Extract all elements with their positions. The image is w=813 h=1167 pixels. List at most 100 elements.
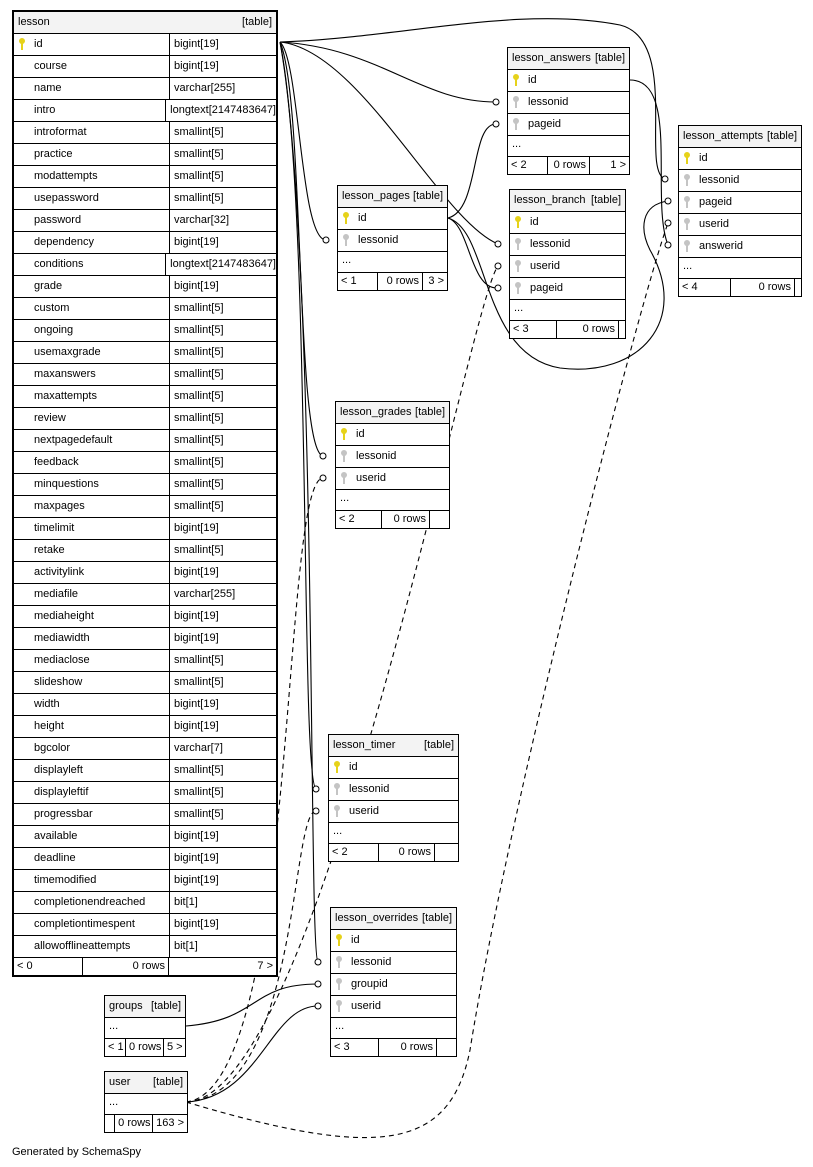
column-type: bigint[19] — [169, 276, 276, 297]
column-type: smallint[5] — [169, 166, 276, 187]
column-type: bigint[19] — [169, 628, 276, 649]
column-type: longtext[2147483647] — [165, 100, 276, 121]
column-name-cell: ongoing — [14, 320, 169, 341]
column-row: userid — [336, 468, 449, 490]
column-name: lessonid — [358, 234, 399, 246]
column-name: userid — [699, 218, 729, 230]
table-header: lesson[table] — [14, 12, 276, 34]
foreign-key-icon — [513, 96, 519, 108]
table-header: lesson_grades[table] — [336, 402, 449, 424]
column-type: smallint[5] — [169, 430, 276, 451]
column-name: intro — [34, 104, 56, 116]
column-name-cell: lessonid — [338, 230, 447, 251]
foreign-key-icon — [513, 118, 519, 130]
foreign-key-icon — [684, 174, 690, 186]
more-columns-ellipsis: ... — [336, 490, 449, 511]
row-count: 0 rows — [83, 958, 169, 975]
children-count: 7 > — [257, 960, 273, 972]
rel-groups-overrides-groupid — [185, 983, 319, 1027]
column-type: varchar[255] — [169, 584, 276, 605]
foreign-key-icon — [341, 472, 347, 484]
rel-pages-answers-pageid — [447, 123, 497, 219]
row-count: 0 rows — [115, 1115, 154, 1132]
more-columns-ellipsis: ... — [331, 1018, 456, 1039]
table-name: lesson_branch — [514, 194, 586, 206]
table-header: lesson_attempts[table] — [679, 126, 801, 148]
table-tag: [table] — [422, 912, 452, 924]
column-name-cell: id — [14, 34, 169, 55]
column-row: userid — [510, 256, 625, 278]
foreign-key-icon — [336, 1000, 342, 1012]
more-columns-ellipsis: ... — [679, 258, 801, 279]
table-name: lesson — [18, 16, 50, 28]
column-name-cell: password — [14, 210, 169, 231]
column-row: lessonid — [510, 234, 625, 256]
column-name: id — [351, 934, 360, 946]
column-name-cell: introformat — [14, 122, 169, 143]
more-columns-ellipsis: ... — [105, 1094, 187, 1115]
column-name-cell: practice — [14, 144, 169, 165]
column-name-cell: displayleft — [14, 760, 169, 781]
parents-count: < 2 — [508, 157, 548, 174]
table-tag: [table] — [413, 190, 443, 202]
parents-count: < 2 — [336, 511, 382, 528]
column-name-cell: pageid — [510, 278, 625, 299]
column-name: pageid — [699, 196, 733, 208]
column-name-cell: mediawidth — [14, 628, 169, 649]
column-name-cell: id — [510, 212, 625, 233]
column-type: smallint[5] — [169, 342, 276, 363]
column-name-cell: timelimit — [14, 518, 169, 539]
column-name: lessonid — [699, 174, 740, 186]
rel-lesson-grades-lessonid — [279, 41, 324, 457]
column-type: bigint[19] — [169, 606, 276, 627]
table-tag: [table] — [151, 1000, 181, 1012]
column-name: completiontimespent — [34, 918, 135, 930]
column-name-cell: lessonid — [331, 952, 456, 973]
column-row: groupid — [331, 974, 456, 996]
column-type: smallint[5] — [169, 188, 276, 209]
column-type: bigint[19] — [169, 694, 276, 715]
parents-count: < 0 — [14, 958, 83, 975]
table-tag: [table] — [153, 1076, 183, 1088]
column-name: maxattempts — [34, 390, 97, 402]
foreign-key-icon — [336, 956, 342, 968]
table-tag: [table] — [591, 194, 621, 206]
column-name-cell: id — [338, 208, 447, 229]
table-header: lesson_branch [table] — [510, 190, 625, 212]
column-name: timemodified — [34, 874, 97, 886]
column-row: id — [679, 148, 801, 170]
column-name-cell: deadline — [14, 848, 169, 869]
table-lesson-attempts[interactable]: lesson_attempts[table]id lessonid pageid us… — [678, 125, 802, 297]
column-name-cell: maxattempts — [14, 386, 169, 407]
column-type: bigint[19] — [169, 232, 276, 253]
column-name: userid — [351, 1000, 381, 1012]
column-row: id — [329, 757, 458, 779]
column-name-cell: id — [336, 424, 449, 445]
column-row: userid — [329, 801, 458, 823]
column-row: answerid — [679, 236, 801, 258]
row-count: 0 rows — [379, 1039, 437, 1056]
primary-key-icon — [513, 74, 519, 86]
